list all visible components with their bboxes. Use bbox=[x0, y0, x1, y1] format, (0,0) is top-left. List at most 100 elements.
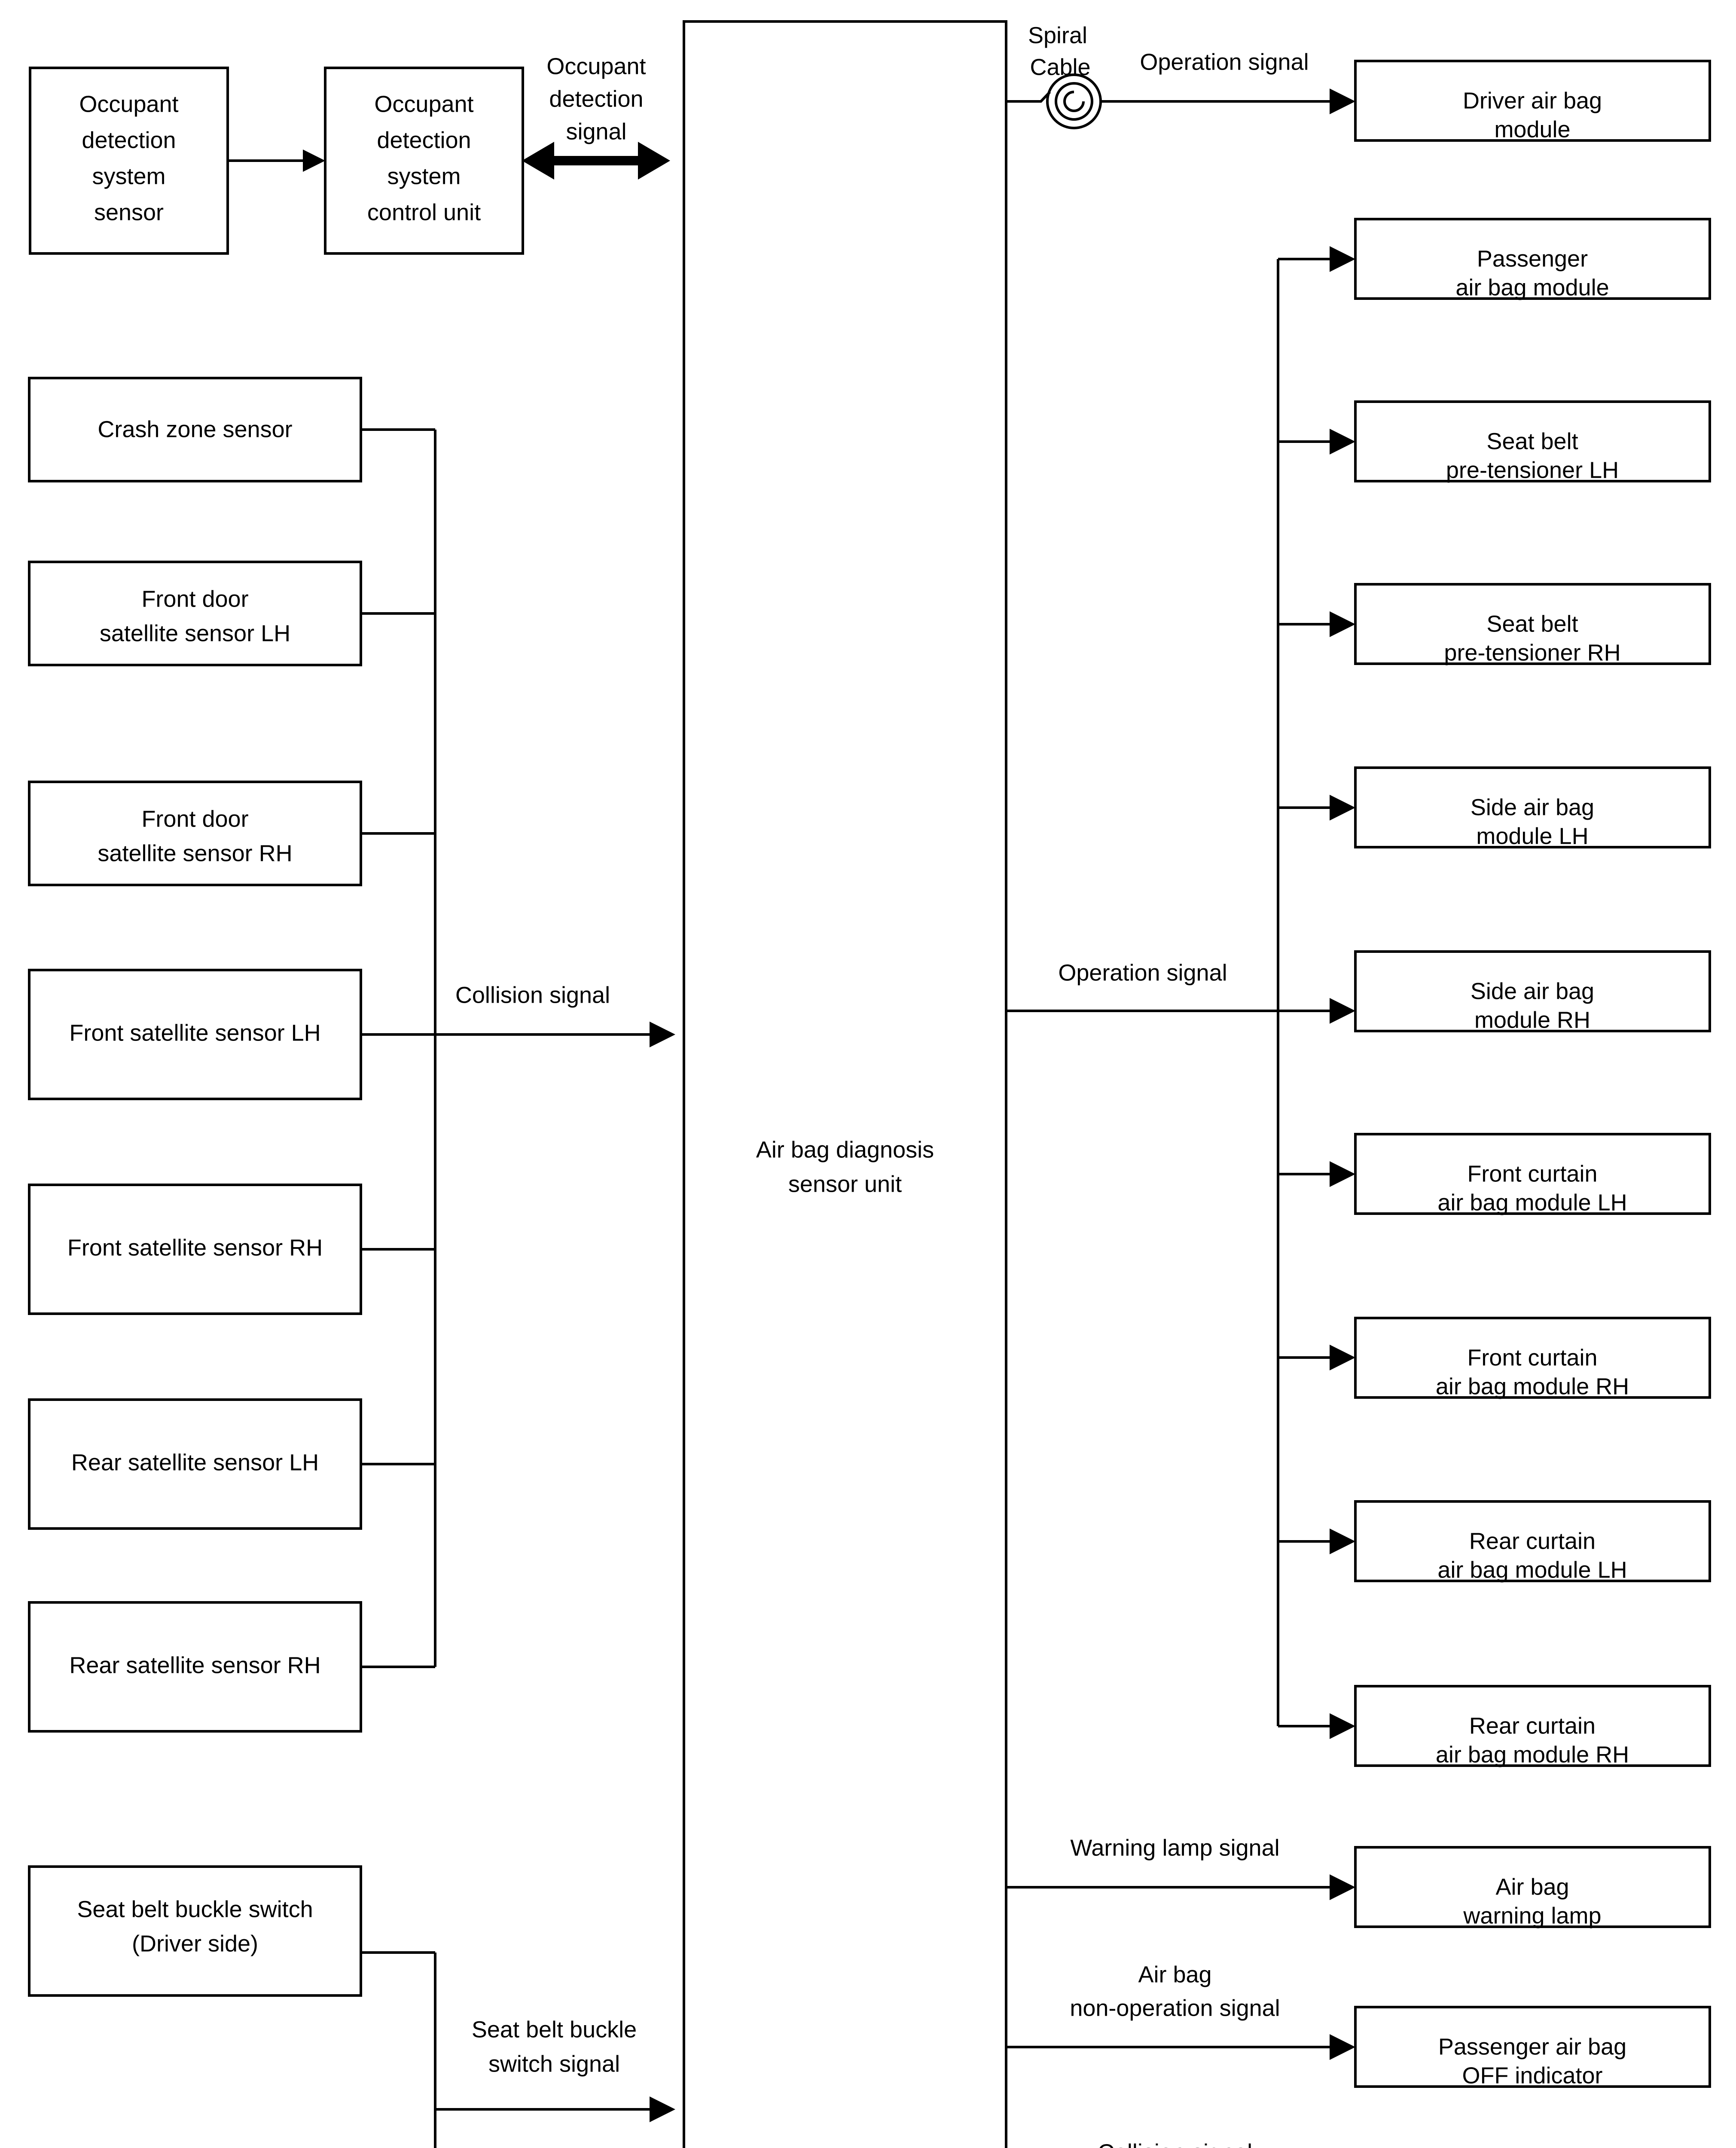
front-curtain-air-bag-module-rh-line-1: air bag module RH bbox=[1436, 1373, 1629, 1399]
spiral-cable-label-line-0b: Spiral bbox=[1028, 22, 1087, 48]
box-seat-belt-buckle-switch-driver[interactable] bbox=[28, 1865, 362, 1997]
seat-belt-pre-tensioner-lh-line-0: Seat belt bbox=[1486, 428, 1578, 454]
spiral-cable-icon bbox=[1046, 73, 1102, 129]
occupant-detection-system-control-unit-line-3: control unit bbox=[367, 199, 481, 225]
passenger-air-bag-off-indicator-line-0: Passenger air bag bbox=[1438, 2034, 1626, 2060]
air-bag-warning-lamp-line-1: warning lamp bbox=[1463, 1903, 1601, 1928]
occupant-detection-signal-label-line-0: Occupant bbox=[546, 53, 646, 79]
spiral-cable-label-line-1: Cable bbox=[1030, 54, 1090, 80]
box-rear-curtain-air-bag-module-rh[interactable] bbox=[1354, 1685, 1711, 1767]
seat-belt-buckle-switch-signal-label-line-0: Seat belt buckle bbox=[472, 2017, 637, 2042]
arrowhead-rear-curtain-air-bag-module-lh bbox=[1330, 1529, 1355, 1554]
front-satellite-sensor-lh-line-0: Front satellite sensor LH bbox=[69, 1020, 320, 1046]
box-occupant-detection-system-control-unit[interactable] bbox=[324, 67, 524, 255]
side-air-bag-module-lh-line-0: Side air bag bbox=[1471, 794, 1594, 820]
rear-curtain-air-bag-module-lh-line-0: Rear curtain bbox=[1469, 1528, 1596, 1554]
box-seat-belt-pre-tensioner-rh[interactable] bbox=[1354, 583, 1711, 665]
air-bag-diagnosis-sensor-unit-line-1: sensor unit bbox=[788, 1171, 902, 1197]
occupant-detection-system-control-unit-line-1: detection bbox=[377, 127, 471, 153]
box-side-air-bag-module-rh[interactable] bbox=[1354, 950, 1711, 1032]
box-front-door-satellite-sensor-rh[interactable] bbox=[28, 781, 362, 886]
occupant-detection-signal-label-line-1: detection bbox=[549, 86, 643, 112]
seat-belt-pre-tensioner-rh-line-0: Seat belt bbox=[1486, 611, 1578, 637]
box-front-satellite-sensor-lh[interactable] bbox=[28, 969, 362, 1100]
occupant-detection-system-sensor-line-3: sensor bbox=[94, 199, 164, 225]
front-door-satellite-sensor-lh-line-0: Front door bbox=[141, 586, 248, 612]
front-door-satellite-sensor-lh-line-1: satellite sensor LH bbox=[100, 620, 290, 646]
arrowhead-seat-belt-pre-tensioner-lh bbox=[1330, 429, 1355, 455]
rear-curtain-air-bag-module-rh-line-0: Rear curtain bbox=[1469, 1713, 1596, 1739]
box-rear-satellite-sensor-lh[interactable] bbox=[28, 1398, 362, 1530]
occupant-detection-signal-label-line-2: signal bbox=[566, 119, 626, 144]
box-front-curtain-air-bag-module-lh[interactable] bbox=[1354, 1133, 1711, 1215]
occupant-detection-system-sensor-line-2: system bbox=[92, 163, 165, 189]
box-rear-satellite-sensor-rh[interactable] bbox=[28, 1601, 362, 1733]
box-seat-belt-pre-tensioner-lh[interactable] bbox=[1354, 400, 1711, 482]
box-rear-curtain-air-bag-module-lh[interactable] bbox=[1354, 1500, 1711, 1582]
front-curtain-air-bag-module-lh-line-1: air bag module LH bbox=[1437, 1190, 1627, 1215]
air-bag-warning-lamp-line-0: Air bag bbox=[1495, 1874, 1569, 1900]
arrowhead-collision-signal-in bbox=[650, 1022, 675, 1047]
front-curtain-air-bag-module-lh-line-0: Front curtain bbox=[1467, 1161, 1597, 1187]
box-air-bag-warning-lamp[interactable] bbox=[1354, 1846, 1711, 1928]
arrowhead-driver-air-bag-module bbox=[1330, 88, 1355, 114]
rear-satellite-sensor-lh-line-0: Rear satellite sensor LH bbox=[71, 1449, 319, 1475]
passenger-air-bag-module-line-1: air bag module bbox=[1455, 275, 1609, 300]
seat-belt-buckle-switch-driver-line-1: (Driver side) bbox=[132, 1931, 258, 1956]
driver-air-bag-module-line-1: module bbox=[1494, 116, 1570, 142]
front-door-satellite-sensor-rh-line-1: satellite sensor RH bbox=[98, 840, 292, 866]
front-curtain-air-bag-module-rh-line-0: Front curtain bbox=[1467, 1345, 1597, 1370]
occupant-detection-system-sensor-line-1: detection bbox=[82, 127, 176, 153]
arrowhead-seat-belt-pre-tensioner-rh bbox=[1330, 611, 1355, 637]
rear-curtain-air-bag-module-rh-line-1: air bag module RH bbox=[1436, 1742, 1629, 1767]
box-occupant-detection-system-sensor[interactable] bbox=[29, 67, 229, 255]
arrowhead-right-occupant-detection-signal bbox=[638, 142, 670, 180]
arrowhead-left-occupant-detection-signal bbox=[522, 142, 554, 180]
collision-signal-in-label: Collision signal bbox=[455, 982, 610, 1008]
passenger-air-bag-module-line-0: Passenger bbox=[1477, 246, 1588, 272]
side-air-bag-module-rh-line-1: module RH bbox=[1474, 1007, 1590, 1033]
driver-air-bag-module-line-0: Driver air bag bbox=[1463, 88, 1602, 113]
arrowhead-front-curtain-air-bag-module-lh bbox=[1330, 1161, 1355, 1187]
front-satellite-sensor-rh-line-0: Front satellite sensor RH bbox=[67, 1235, 323, 1260]
air-bag-non-operation-signal-label-line-0: Air bag bbox=[1138, 1962, 1211, 1987]
front-door-satellite-sensor-rh-line-0: Front door bbox=[141, 806, 248, 832]
arrowhead-seat-belt-buckle-switch-signal bbox=[650, 2096, 675, 2122]
box-driver-air-bag-module[interactable] bbox=[1354, 60, 1711, 142]
arrowhead-rear-curtain-air-bag-module-rh bbox=[1330, 1713, 1355, 1739]
box-passenger-air-bag-off-indicator[interactable] bbox=[1354, 2006, 1711, 2088]
seat-belt-buckle-switch-driver-line-0: Seat belt buckle switch bbox=[77, 1896, 313, 1922]
passenger-air-bag-off-indicator-line-1: OFF indicator bbox=[1462, 2063, 1602, 2088]
operation-signal-bus-label: Operation signal bbox=[1058, 960, 1227, 986]
rear-satellite-sensor-rh-line-0: Rear satellite sensor RH bbox=[69, 1652, 320, 1678]
occupant-detection-system-sensor-line-0: Occupant bbox=[79, 91, 178, 117]
side-air-bag-module-rh-line-0: Side air bag bbox=[1471, 978, 1594, 1004]
side-air-bag-module-lh-line-1: module LH bbox=[1476, 823, 1588, 849]
warning-lamp-signal-label: Warning lamp signal bbox=[1070, 1835, 1279, 1861]
collision-signal-out-label: Collision signal bbox=[1098, 2139, 1252, 2148]
box-side-air-bag-module-lh[interactable] bbox=[1354, 766, 1711, 848]
box-front-curtain-air-bag-module-rh[interactable] bbox=[1354, 1317, 1711, 1399]
box-front-door-satellite-sensor-lh[interactable] bbox=[28, 561, 362, 666]
arrowhead-passenger-air-bag-module bbox=[1330, 246, 1355, 272]
seat-belt-pre-tensioner-rh-line-1: pre-tensioner RH bbox=[1444, 640, 1620, 665]
arrowhead-front-curtain-air-bag-module-rh bbox=[1330, 1345, 1355, 1370]
arrowhead-sensor-to-control-unit bbox=[303, 150, 325, 172]
box-passenger-air-bag-module[interactable] bbox=[1354, 218, 1711, 300]
seat-belt-buckle-switch-signal-label-line-1: switch signal bbox=[488, 2051, 620, 2077]
air-bag-diagnosis-sensor-unit-line-0: Air bag diagnosis bbox=[756, 1137, 934, 1162]
occupant-detection-system-control-unit-line-0: Occupant bbox=[374, 91, 473, 117]
box-air-bag-diagnosis-sensor-unit[interactable] bbox=[683, 20, 1007, 2148]
rear-curtain-air-bag-module-lh-line-1: air bag module LH bbox=[1437, 1557, 1627, 1583]
spiral-cable-lead-in bbox=[1006, 91, 1051, 103]
box-crash-zone-sensor[interactable] bbox=[28, 377, 362, 482]
arrowhead-air-bag-warning-lamp bbox=[1330, 1874, 1355, 1900]
seat-belt-pre-tensioner-lh-line-1: pre-tensioner LH bbox=[1446, 457, 1619, 483]
arrowhead-side-air-bag-module-rh bbox=[1330, 998, 1355, 1024]
crash-zone-sensor-line-0: Crash zone sensor bbox=[98, 416, 292, 442]
arrowhead-passenger-air-bag-off-indicator bbox=[1330, 2034, 1355, 2060]
air-bag-non-operation-signal-label-line-1: non-operation signal bbox=[1070, 1995, 1280, 2021]
operation-signal-driver-label: Operation signal bbox=[1140, 49, 1309, 75]
